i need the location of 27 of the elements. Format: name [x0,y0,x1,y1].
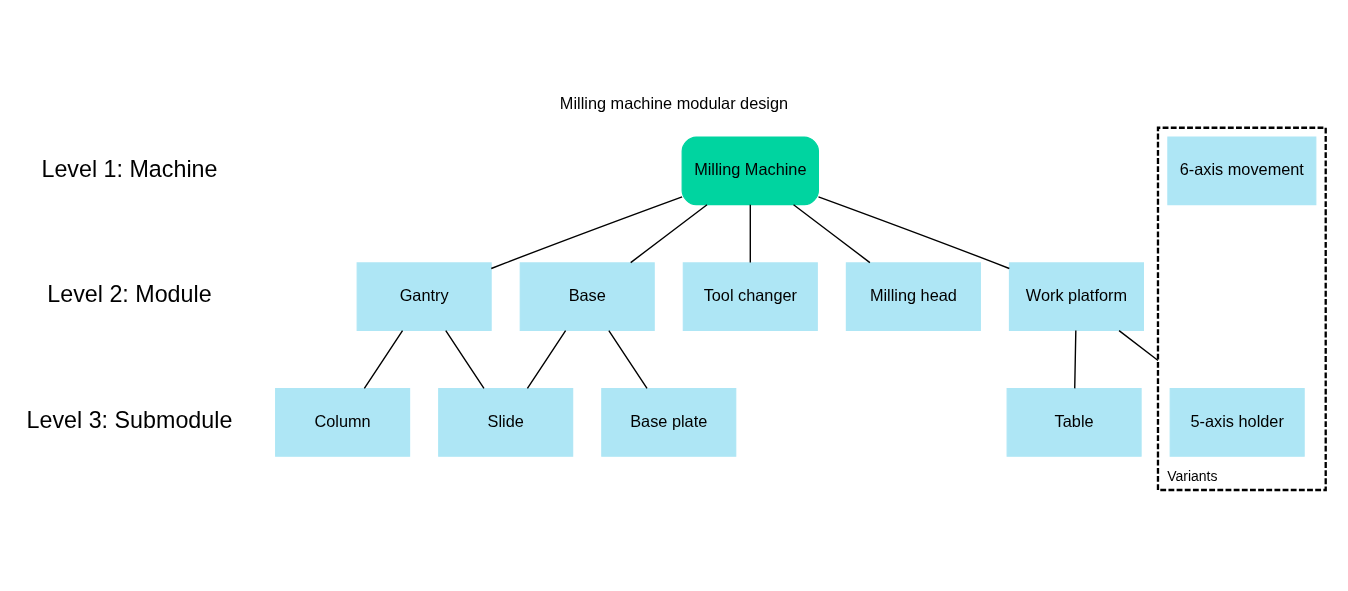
node-box: Gantry [356,262,492,331]
node-box: 5-axis holder [1169,388,1305,457]
node-box: Milling head [845,262,981,331]
connector [1118,329,1159,362]
node-box: Base plate [601,388,737,457]
node-box: Table [1006,388,1142,457]
connector [1074,329,1077,390]
connector [792,204,871,264]
node-box: Column [275,388,411,457]
connector [608,329,648,390]
node-box: 6-axis movement [1167,136,1317,206]
connector [363,329,404,390]
connector [817,196,1010,270]
node-box: Milling Machine [681,136,820,206]
node-box: Base [519,262,655,331]
connector [526,329,567,390]
label: Level 3: Submodule [26,407,233,434]
node-box: Work platform [1008,262,1144,331]
node-box: Tool changer [682,262,818,331]
label: Level 2: Module [47,281,212,308]
label: Level 1: Machine [41,155,218,182]
connector [630,204,708,264]
node-box: Slide [438,388,574,457]
connector [490,196,683,270]
connector [749,204,751,264]
connector [445,329,485,390]
diagram-title: Milling machine modular design [559,94,789,113]
